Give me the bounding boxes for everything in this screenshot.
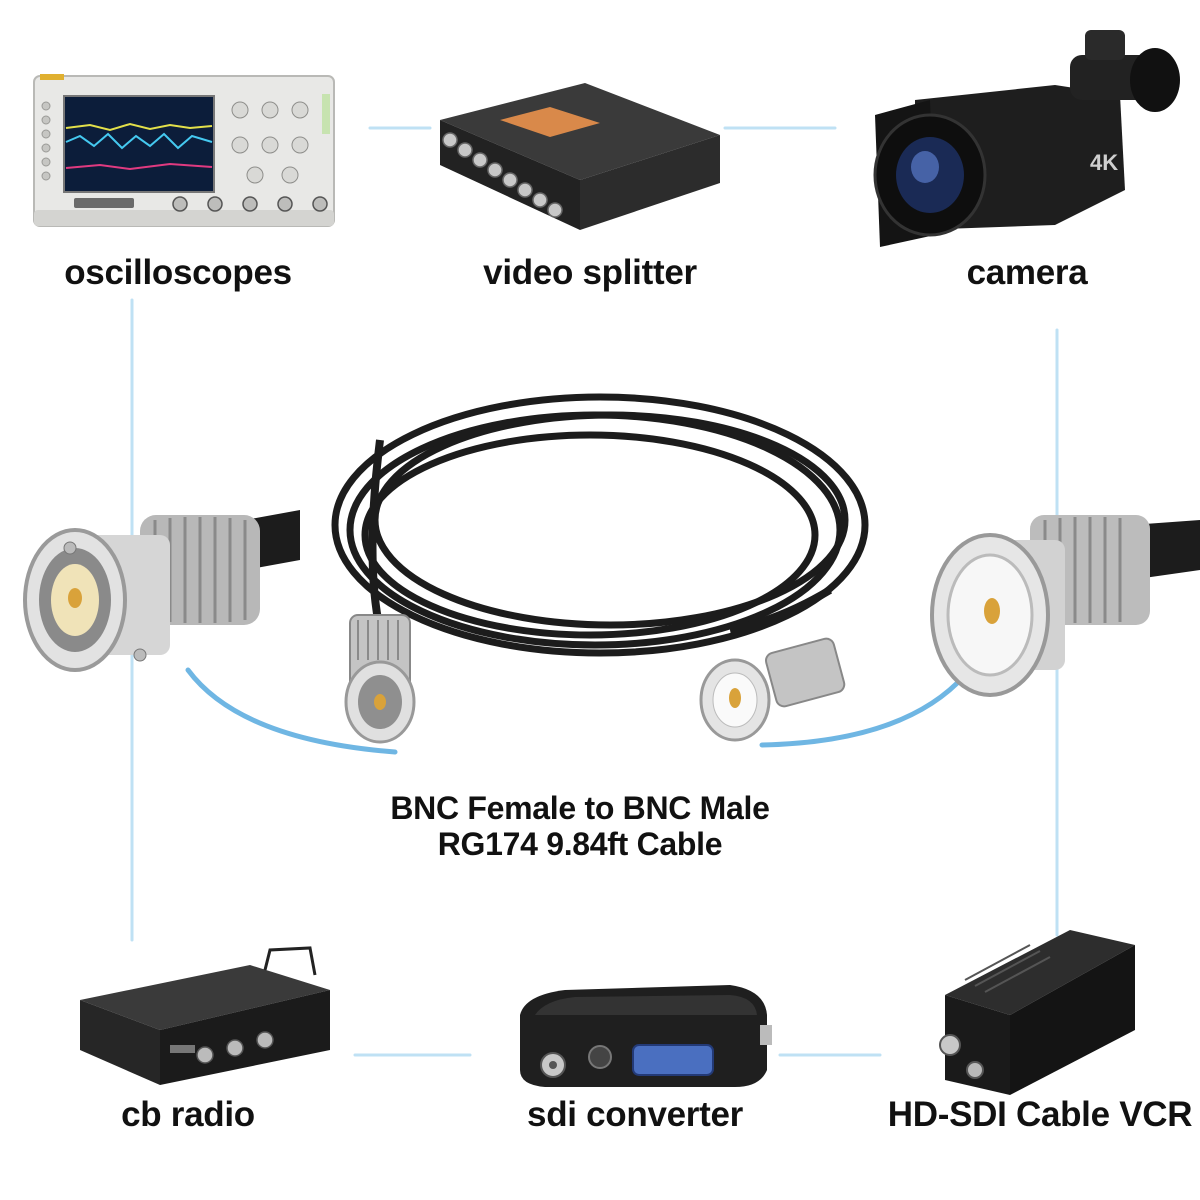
label-oscilloscopes: oscilloscopes — [64, 253, 292, 292]
camera-badge: 4K — [1090, 150, 1118, 175]
product-title-line-1: BNC Female to BNC Male — [390, 790, 770, 826]
label-cb-radio: cb radio — [121, 1095, 255, 1134]
sdi-converter-image — [505, 975, 775, 1095]
cb-radio-image — [70, 940, 340, 1090]
label-hd-sdi-vcr: HD-SDI Cable VCR — [887, 1095, 1193, 1134]
label-camera: camera — [966, 253, 1088, 292]
female-connector-closeup — [10, 490, 310, 710]
label-video-splitter: video splitter — [483, 253, 697, 292]
arc-right — [759, 672, 968, 748]
oscilloscope-image — [30, 70, 340, 230]
male-connector-closeup — [920, 485, 1200, 725]
arc-left — [185, 667, 398, 755]
hd-sdi-vcr-image — [920, 920, 1150, 1100]
camera-image: 4K — [855, 25, 1185, 255]
video-splitter-image — [420, 65, 740, 245]
bnc-cable-image — [310, 380, 880, 760]
label-sdi-converter: sdi converter — [527, 1095, 743, 1134]
product-title-line-2: RG174 9.84ft Cable — [437, 826, 723, 862]
